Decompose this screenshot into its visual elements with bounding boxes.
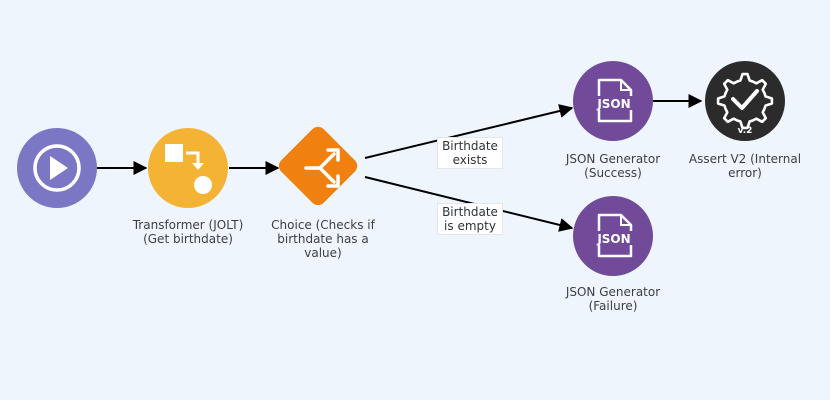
edge-label-birthdate-empty: Birthdate is empty [437, 203, 503, 235]
edge-label-birthdate-exists: Birthdate exists [437, 137, 503, 169]
play-icon [33, 144, 81, 192]
json-icon-text: JSON [596, 97, 630, 111]
json-failure-label: JSON Generator (Failure) [565, 285, 661, 313]
edge-choice-json-success [364, 104, 574, 159]
flow-shapes-icon [165, 144, 212, 194]
json-generator-success-node[interactable]: JSON [573, 61, 653, 141]
json-file-icon: JSON [594, 78, 634, 123]
transformer-label: Transformer (JOLT) (Get birthdate) [132, 218, 244, 246]
choice-label: Choice (Checks if birthdate has a value) [271, 218, 375, 260]
json-generator-failure-node[interactable]: JSON [573, 196, 653, 276]
transformer-node[interactable] [148, 128, 228, 208]
json-icon-text: JSON [596, 232, 630, 246]
branch-icon [304, 148, 340, 188]
assert-v2-node[interactable]: v.2 [705, 61, 785, 141]
json-file-icon: JSON [594, 213, 634, 258]
start-node[interactable] [17, 128, 97, 208]
assert-label: Assert V2 (Internal error) [688, 152, 802, 180]
gear-check-icon: v.2 [716, 72, 774, 136]
version-badge: v.2 [738, 126, 753, 136]
edge-choice-json-failure [364, 176, 574, 232]
choice-node[interactable] [276, 124, 361, 209]
json-success-label: JSON Generator (Success) [565, 152, 661, 180]
